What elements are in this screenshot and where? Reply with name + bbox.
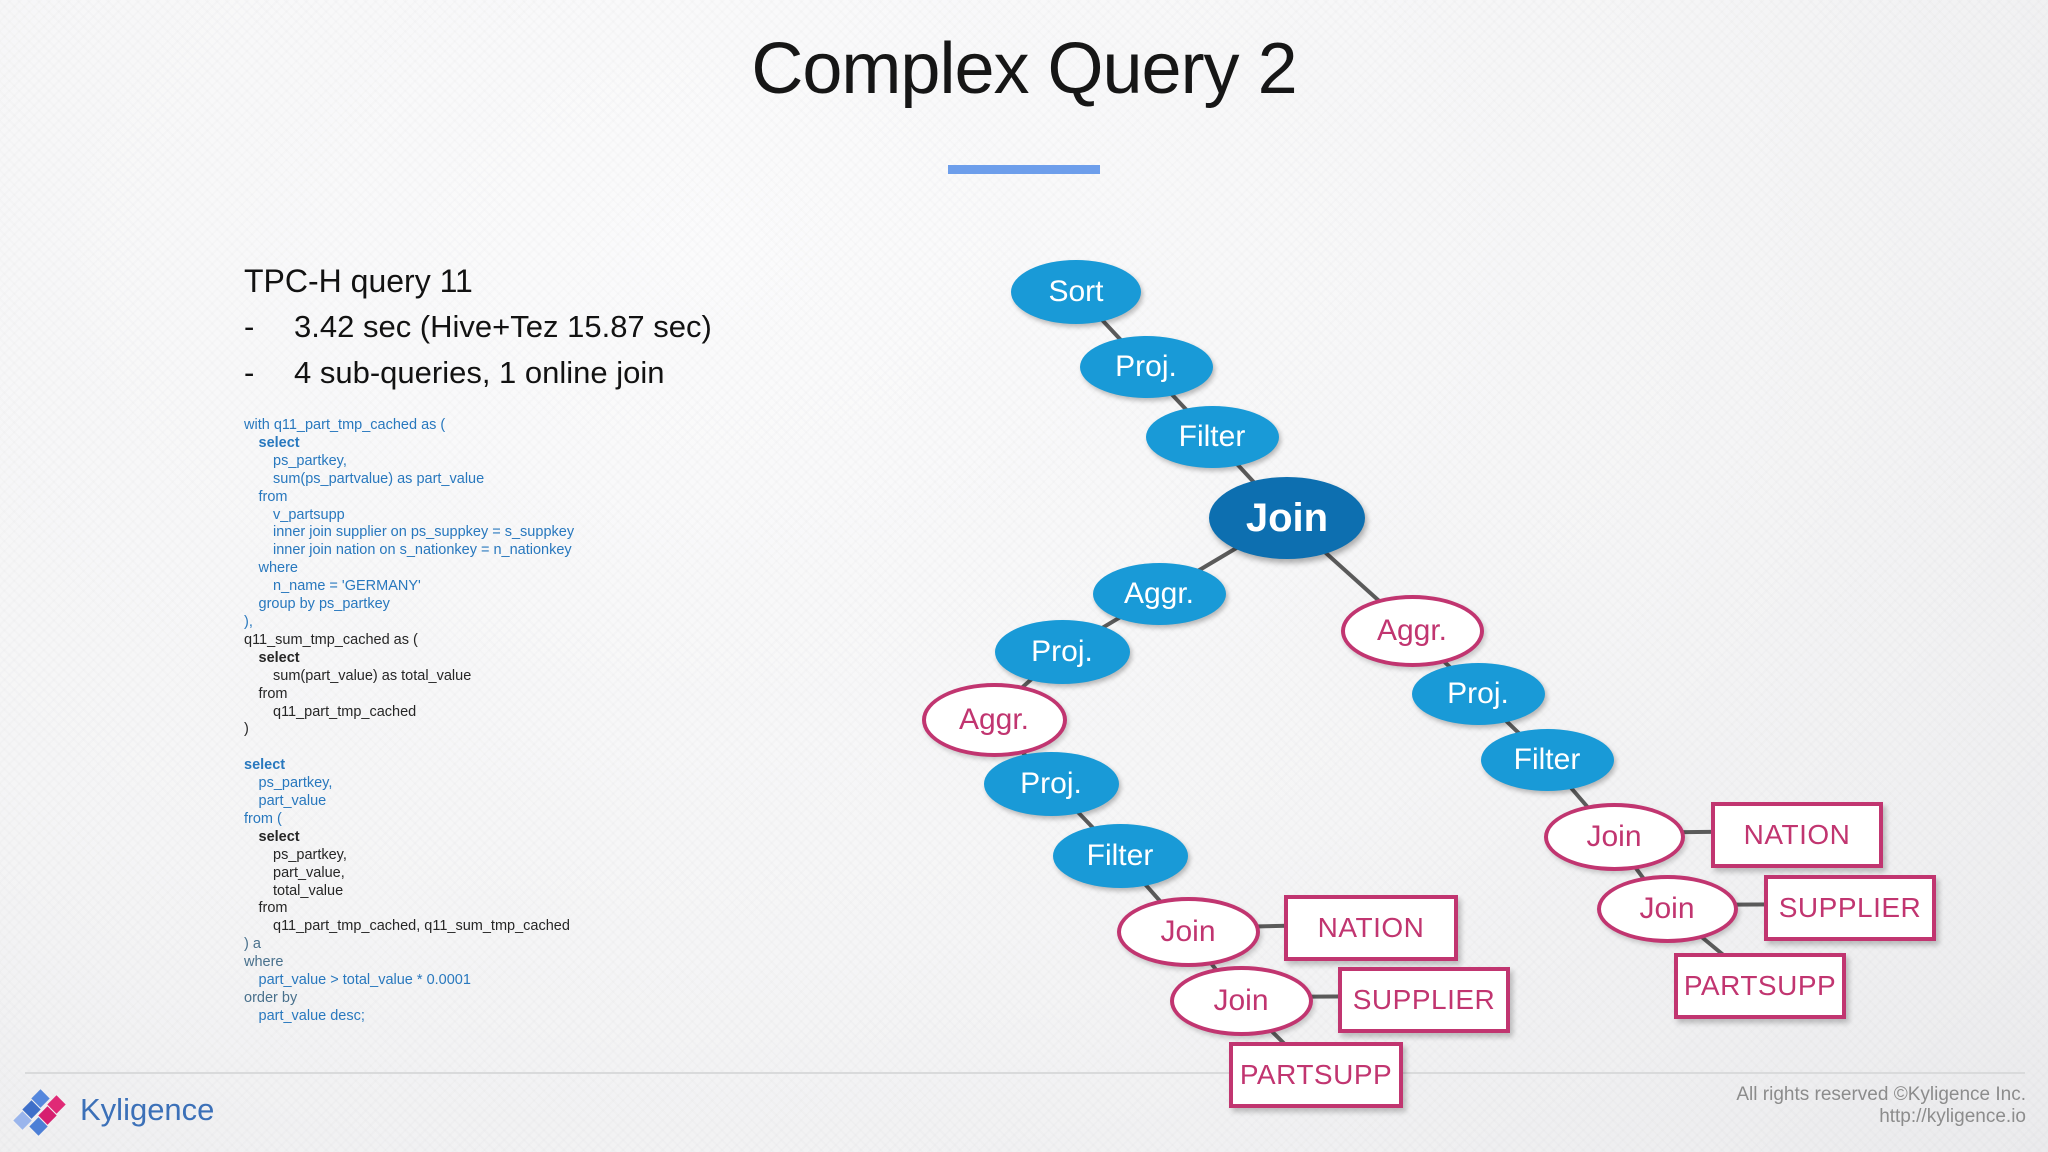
sql-line: ) — [244, 721, 249, 738]
sql-line: total_value — [273, 882, 344, 899]
table-partsupp-right: PARTSUPP — [1674, 953, 1846, 1019]
sql-line: q11_part_tmp_cached — [273, 703, 417, 720]
table-nation-left: NATION — [1284, 895, 1458, 961]
bullet-dash: - — [244, 355, 255, 390]
bullet-row: - 3.42 sec (Hive+Tez 15.87 sec) — [244, 304, 712, 350]
sql-line: select — [258, 434, 300, 451]
node-join-main: Join — [1209, 477, 1365, 559]
sql-line: part_value > total_value * 0.0001 — [258, 972, 471, 989]
sql-line: select — [244, 757, 286, 774]
query-heading: TPC-H query 11 — [244, 263, 473, 299]
sql-line: ) a — [244, 936, 261, 953]
sql-line: part_value desc; — [258, 1007, 365, 1024]
sql-line: ps_partkey, — [258, 775, 333, 792]
node-aggr-right: Aggr. — [1340, 595, 1484, 667]
node-filter-top: Filter — [1145, 406, 1279, 468]
node-filter-right: Filter — [1480, 729, 1614, 791]
sql-line: order by — [244, 990, 298, 1006]
sql-line: select — [258, 828, 300, 845]
sql-line: group by ps_partkey — [258, 596, 390, 613]
node-join-left-2: Join — [1169, 966, 1313, 1036]
node-filter-left: Filter — [1052, 824, 1188, 888]
footer-divider — [25, 1072, 2025, 1074]
sql-line: ps_partkey, — [273, 452, 347, 469]
node-aggr-left-pink: Aggr. — [921, 683, 1067, 757]
sql-line: q11_sum_tmp_cached as ( — [244, 631, 418, 648]
table-supplier-left: SUPPLIER — [1338, 967, 1510, 1033]
table-nation-right: NATION — [1711, 802, 1883, 868]
sql-line: from — [258, 488, 288, 505]
bullet-row: - 4 sub-queries, 1 online join — [244, 350, 712, 396]
node-aggr-left: Aggr. — [1092, 563, 1226, 625]
bullet-text: 4 sub-queries, 1 online join — [294, 355, 665, 390]
sql-line: inner join nation on s_nationkey = n_nat… — [273, 542, 572, 559]
bullet-dash: - — [244, 309, 255, 344]
query-info: TPC-H query 11 - 3.42 sec (Hive+Tez 15.8… — [244, 258, 712, 396]
node-sort: Sort — [1011, 260, 1141, 324]
sql-line: with q11_part_tmp_cached as ( — [244, 417, 446, 433]
bullet-text: 3.42 sec (Hive+Tez 15.87 sec) — [294, 309, 712, 344]
sql-line: from — [258, 900, 288, 917]
sql-line: sum(ps_partvalue) as part_value — [273, 470, 485, 487]
node-proj-right: Proj. — [1411, 663, 1545, 725]
footer-rights: All rights reserved ©Kyligence Inc. http… — [1736, 1084, 2026, 1128]
sql-line: q11_part_tmp_cached, q11_sum_tmp_cached — [273, 918, 570, 935]
sql-line: from — [258, 685, 288, 702]
sql-line: n_name = 'GERMANY' — [273, 578, 421, 595]
sql-line: where — [244, 954, 284, 971]
sql-line: inner join supplier on ps_suppkey = s_su… — [273, 524, 575, 541]
node-proj-left-2: Proj. — [983, 752, 1119, 816]
node-proj-top: Proj. — [1079, 336, 1213, 398]
sql-line: ), — [244, 613, 253, 630]
table-supplier-right: SUPPLIER — [1764, 875, 1936, 941]
sql-line: part_value, — [273, 864, 345, 881]
table-partsupp-left: PARTSUPP — [1229, 1042, 1403, 1108]
page-title: Complex Query 2 — [751, 29, 1297, 109]
kyligence-logo-icon — [12, 1086, 82, 1142]
sql-line: where — [258, 560, 299, 577]
node-join-right-1: Join — [1543, 803, 1685, 871]
rights-text: All rights reserved ©Kyligence Inc. — [1736, 1084, 2026, 1105]
sql-line: ps_partkey, — [273, 846, 347, 863]
node-join-right-2: Join — [1596, 875, 1738, 943]
sql-line: select — [258, 649, 300, 666]
sql-line: part_value — [258, 793, 327, 810]
node-proj-left-1: Proj. — [994, 620, 1130, 684]
node-join-left-1: Join — [1116, 897, 1260, 967]
footer-url: http://kyligence.io — [1879, 1106, 2026, 1127]
sql-line: from ( — [244, 810, 282, 827]
sql-line: sum(part_value) as total_value — [273, 667, 472, 684]
title-accent-bar — [948, 165, 1100, 174]
brand-wordmark: Kyligence — [80, 1092, 215, 1127]
sql-line: v_partsupp — [273, 506, 345, 523]
